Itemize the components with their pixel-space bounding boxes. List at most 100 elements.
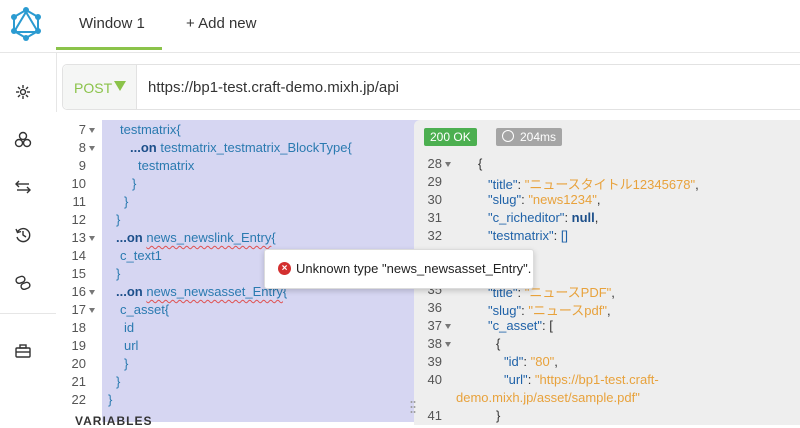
- error-tooltip: × Unknown type "news_newsasset_Entry".: [264, 249, 534, 289]
- clock-icon: [502, 130, 514, 142]
- code-line: id: [124, 320, 135, 335]
- line-number: 22: [71, 392, 86, 407]
- line-number: 12: [71, 212, 86, 227]
- code-line: c_text1: [120, 248, 162, 263]
- fold-arrow-icon[interactable]: [445, 342, 451, 347]
- code-text: {: [271, 230, 276, 245]
- schema-icon[interactable]: [14, 131, 32, 149]
- code-line: }: [132, 176, 137, 191]
- fold-arrow-icon[interactable]: [89, 146, 95, 151]
- method-dropdown[interactable]: POST: [63, 65, 137, 109]
- resize-handle-icon[interactable]: [410, 400, 416, 414]
- json-string: "ニュースPDF": [524, 285, 612, 300]
- method-label: POST: [74, 80, 113, 96]
- error-message: Unknown type "news_newsasset_Entry".: [296, 261, 532, 276]
- json-string: "ニュースタイトル12345678": [524, 177, 696, 192]
- code-text: {: [282, 284, 288, 299]
- code-line: }: [116, 212, 121, 227]
- sidebar: [0, 53, 57, 425]
- fold-arrow-icon[interactable]: [89, 308, 95, 313]
- json-punct: {: [478, 156, 483, 171]
- code-line: c_asset{: [120, 302, 170, 317]
- code-keyword: ...on: [116, 284, 143, 299]
- json-punct: }: [496, 408, 501, 423]
- line-number: 39: [427, 354, 442, 369]
- line-number: 29: [427, 174, 442, 189]
- json-line: "url": "https://bp1-test.craft-: [504, 372, 659, 387]
- json-string: "ニュースpdf": [528, 303, 607, 318]
- line-number: 13: [71, 230, 86, 245]
- line-number: 9: [78, 158, 86, 173]
- line-number: 40: [427, 372, 442, 387]
- line-number: 14: [71, 248, 86, 263]
- error-icon: ×: [278, 262, 291, 275]
- code-line: ...on news_newsasset_Entry{: [116, 284, 287, 299]
- code-line: ...on news_newslink_Entry{: [116, 230, 276, 245]
- fold-arrow-icon[interactable]: [445, 162, 451, 167]
- code-line: }: [124, 194, 129, 209]
- code-text: testmatrix_testmatrix_BlockType{: [156, 140, 352, 155]
- json-punct: {: [496, 336, 501, 351]
- json-key: "c_asset": [488, 318, 543, 333]
- line-gutter: 7 8 9 10 11 12 13 14 15 16 17 18 19 20 2…: [56, 112, 102, 425]
- code-line: }: [116, 266, 121, 281]
- json-line: "id": "80",: [504, 354, 558, 369]
- line-number: 16: [71, 284, 86, 299]
- line-number: 31: [427, 210, 442, 225]
- line-number: 8: [78, 140, 86, 155]
- line-number: 28: [427, 156, 442, 171]
- json-line: "c_richeditor": null,: [488, 210, 599, 225]
- code-line: testmatrix: [138, 158, 195, 173]
- json-null: null: [571, 210, 595, 225]
- line-number: 17: [71, 302, 86, 317]
- fold-arrow-icon[interactable]: [89, 236, 95, 241]
- top-bar: Window 1 + Add new: [0, 0, 800, 53]
- history-icon[interactable]: [14, 226, 32, 244]
- json-line: "c_asset": [: [488, 318, 553, 333]
- json-key: "c_richeditor": [488, 210, 565, 225]
- toolbox-icon[interactable]: [14, 342, 32, 360]
- json-key: "url": [504, 372, 528, 387]
- swap-icon[interactable]: [14, 178, 32, 196]
- fold-arrow-icon[interactable]: [89, 290, 95, 295]
- line-number: 15: [71, 266, 86, 281]
- json-string: "80": [530, 354, 555, 369]
- code-error-text: news_newsasset_Entry: [146, 284, 283, 299]
- code-line: testmatrix{: [120, 122, 181, 137]
- line-number: 7: [78, 122, 86, 137]
- fold-arrow-icon[interactable]: [445, 324, 451, 329]
- time-badge: 204ms: [496, 128, 563, 146]
- json-line: }: [496, 408, 500, 423]
- line-number: 18: [71, 320, 86, 335]
- line-number: 21: [71, 374, 86, 389]
- graphql-logo-icon[interactable]: [8, 6, 44, 42]
- response-panel[interactable]: 200 OK 204ms 28 29 30 31 32 35 36 37 38 …: [414, 120, 800, 425]
- line-number: 38: [427, 336, 442, 351]
- json-key: "slug": [488, 192, 522, 207]
- json-line: "slug": "news1234",: [488, 192, 601, 207]
- json-punct: [: [549, 318, 553, 333]
- code-line: url: [124, 338, 139, 353]
- json-string: demo.mixh.jp/asset/sample.pdf": [456, 390, 640, 405]
- line-number: 10: [71, 176, 86, 191]
- line-number: 20: [71, 356, 86, 371]
- settings-icon[interactable]: [14, 83, 32, 101]
- url-input[interactable]: https://bp1-test.craft-demo.mixh.jp/api: [148, 79, 399, 96]
- fold-arrow-icon[interactable]: [89, 128, 95, 133]
- json-key: "testmatrix": [488, 228, 554, 243]
- code-line: }: [124, 356, 129, 371]
- json-string: "https://bp1-test.craft-: [534, 372, 659, 387]
- variables-panel-toggle[interactable]: VARIABLES: [75, 414, 153, 428]
- code-line: ...on testmatrix_testmatrix_BlockType{: [130, 140, 352, 155]
- line-number: 36: [427, 300, 442, 315]
- json-key: "id": [504, 354, 524, 369]
- line-number: 41: [427, 408, 442, 423]
- link-icon[interactable]: [14, 274, 32, 292]
- tab-window-1[interactable]: Window 1: [56, 0, 162, 50]
- code-keyword: ...on: [130, 140, 157, 155]
- json-key: "title": [488, 177, 518, 192]
- code-line: }: [116, 374, 121, 389]
- json-line: "testmatrix": []: [488, 228, 569, 243]
- line-number: 30: [427, 192, 442, 207]
- add-new-tab-button[interactable]: + Add new: [186, 15, 257, 32]
